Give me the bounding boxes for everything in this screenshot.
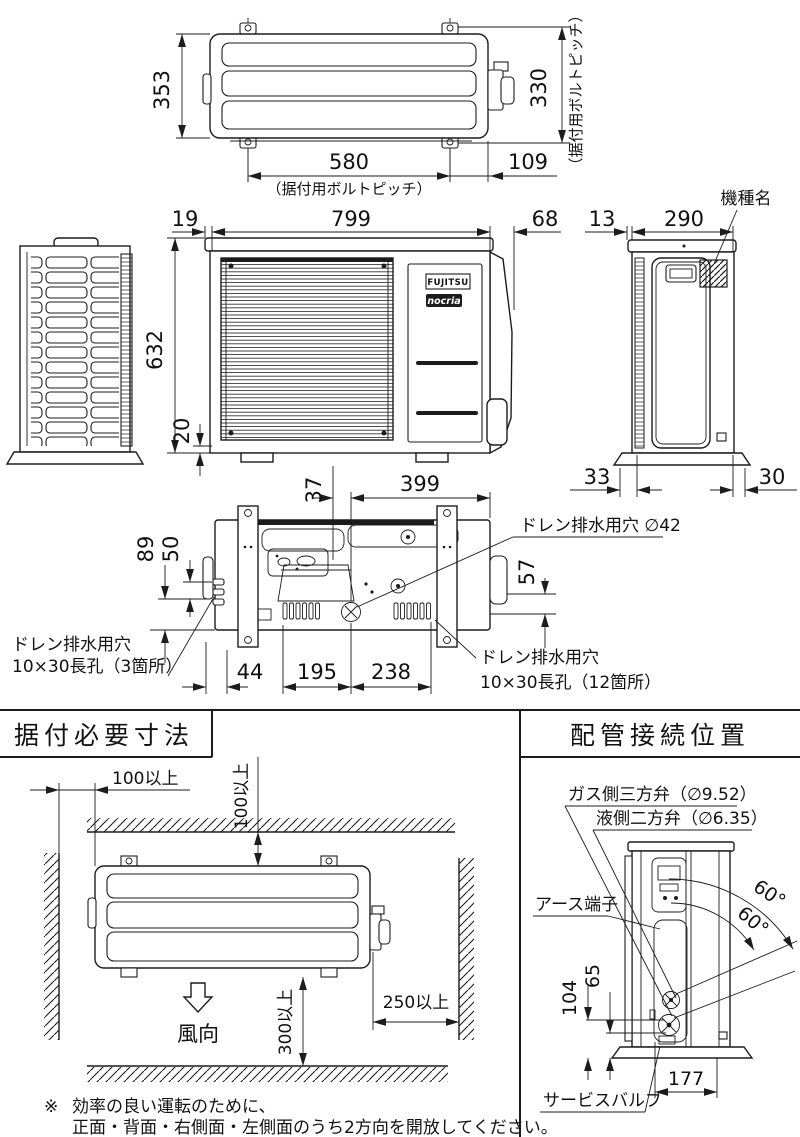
dim-44: 44 (237, 660, 264, 684)
dim-19: 19 (172, 207, 199, 231)
left-wall-hatch (44, 853, 59, 1040)
gas-valve-label: ガス側三方弁（∅9.52） (568, 785, 757, 805)
dim-799: 799 (331, 207, 371, 231)
piping-section: 配管接続位置 ガス側三方弁（∅9.52） 液側二方弁（∅6.35） アース端子 … (519, 710, 800, 1137)
dim-632: 632 (143, 330, 167, 370)
service-panel (407, 263, 483, 443)
drain-slots-right (393, 602, 431, 620)
service-valve-label: サービスバルブ (543, 1090, 662, 1111)
liquid-valve (662, 991, 680, 1009)
clearance-left-label: 100以上 (112, 769, 178, 789)
dim-89: 89 (134, 536, 158, 563)
dim-580: 580 (329, 150, 369, 174)
floor-hatch (87, 1067, 448, 1082)
left-side-view (5, 237, 145, 465)
model-name-label: 機種名 (721, 189, 772, 209)
dim-195: 195 (297, 660, 337, 684)
mounting-bracket-right (436, 505, 458, 648)
nocria-logo-box (426, 294, 462, 307)
dim-57: 57 (515, 559, 539, 586)
dim-238: 238 (371, 660, 411, 684)
dim-399: 399 (400, 472, 440, 496)
note-mark: ※ (44, 1097, 58, 1117)
bottom-view: 37 399 89 50 57 44 195 238 ドレン排水用穴 ∅42 ド… (12, 466, 681, 694)
note-line1: 効率の良い運転のために、 (72, 1097, 276, 1117)
dim-109: 109 (508, 150, 548, 174)
gas-valve (658, 1014, 680, 1036)
nocria-logo: nocria (427, 296, 460, 307)
dim-65: 65 (582, 964, 604, 988)
dim-104: 104 (559, 980, 581, 1016)
dim-330: 330 (527, 68, 551, 108)
lattice-panel (31, 254, 119, 446)
mounting-bracket-left (237, 505, 259, 648)
bolt-pitch-note-vertical: （据付用ボルトピッチ） (567, 7, 585, 172)
clearance-right-label: 250以上 (383, 993, 449, 1013)
note-line2: 正面・背面・右側面・左側面のうち2方向を開放してください。 (72, 1118, 558, 1137)
model-name-label-area (699, 259, 728, 288)
dim-177: 177 (668, 1068, 704, 1090)
dim-68: 68 (532, 207, 559, 231)
dim-30: 30 (759, 465, 786, 489)
right-side-view: 機種名 13 290 33 30 (570, 189, 797, 497)
unit-back-view-piping (610, 841, 754, 1059)
dim-50: 50 (159, 536, 183, 563)
drain-hole-right-label-2: 10×30長孔（12箇所） (480, 673, 661, 693)
wind-direction-label: 風向 (177, 1022, 219, 1046)
clearance-bottom-label: 300以上 (276, 989, 296, 1055)
ceiling-hatch (87, 818, 455, 832)
fujitsu-logo-box (425, 273, 471, 290)
dim-37: 37 (302, 477, 326, 504)
dim-13: 13 (589, 207, 616, 231)
bolt-pitch-note-horizontal: （据付用ボルトピッチ） (266, 180, 431, 198)
drain-hole-center-label: ドレン排水用穴 ∅42 (520, 516, 681, 536)
dim-33: 33 (584, 465, 611, 489)
drain-hole-left-label-1: ドレン排水用穴 (12, 635, 131, 655)
wind-direction-arrow-icon (182, 982, 214, 1014)
drain-hole (341, 602, 361, 622)
piping-title: 配管接続位置 (570, 721, 750, 750)
installation-title: 据付必要寸法 (14, 721, 194, 750)
liquid-valve-label: 液側二方弁（∅6.35） (596, 809, 768, 829)
dim-290: 290 (664, 207, 704, 231)
clearance-top-label: 100以上 (232, 763, 252, 829)
drain-hole-right-label-1: ドレン排水用穴 (480, 648, 599, 668)
dim-20: 20 (170, 418, 194, 445)
top-view: 353 330 （据付用ボルトピッチ） 580 （据付用ボルトピッチ） 109 (150, 7, 585, 198)
fan-grille (220, 257, 394, 441)
angle-inner-label: 60° (733, 902, 773, 941)
drain-slots-left (282, 602, 320, 620)
front-view: FUJITSU nocria 632 20 19 799 68 (143, 207, 561, 476)
right-wall-hatch (459, 858, 474, 1040)
unit-top-view-installed (87, 855, 391, 978)
drain-hole-left-label-2: 10×30長孔（3箇所） (12, 657, 182, 677)
fujitsu-logo: FUJITSU (427, 278, 468, 288)
earth-terminal-label: アース端子 (535, 895, 618, 915)
dim-353: 353 (150, 70, 174, 110)
installation-section: 据付必要寸法 100以上 100以上 300以上 250以上 風向 ※ 効率の良… (0, 709, 800, 1137)
